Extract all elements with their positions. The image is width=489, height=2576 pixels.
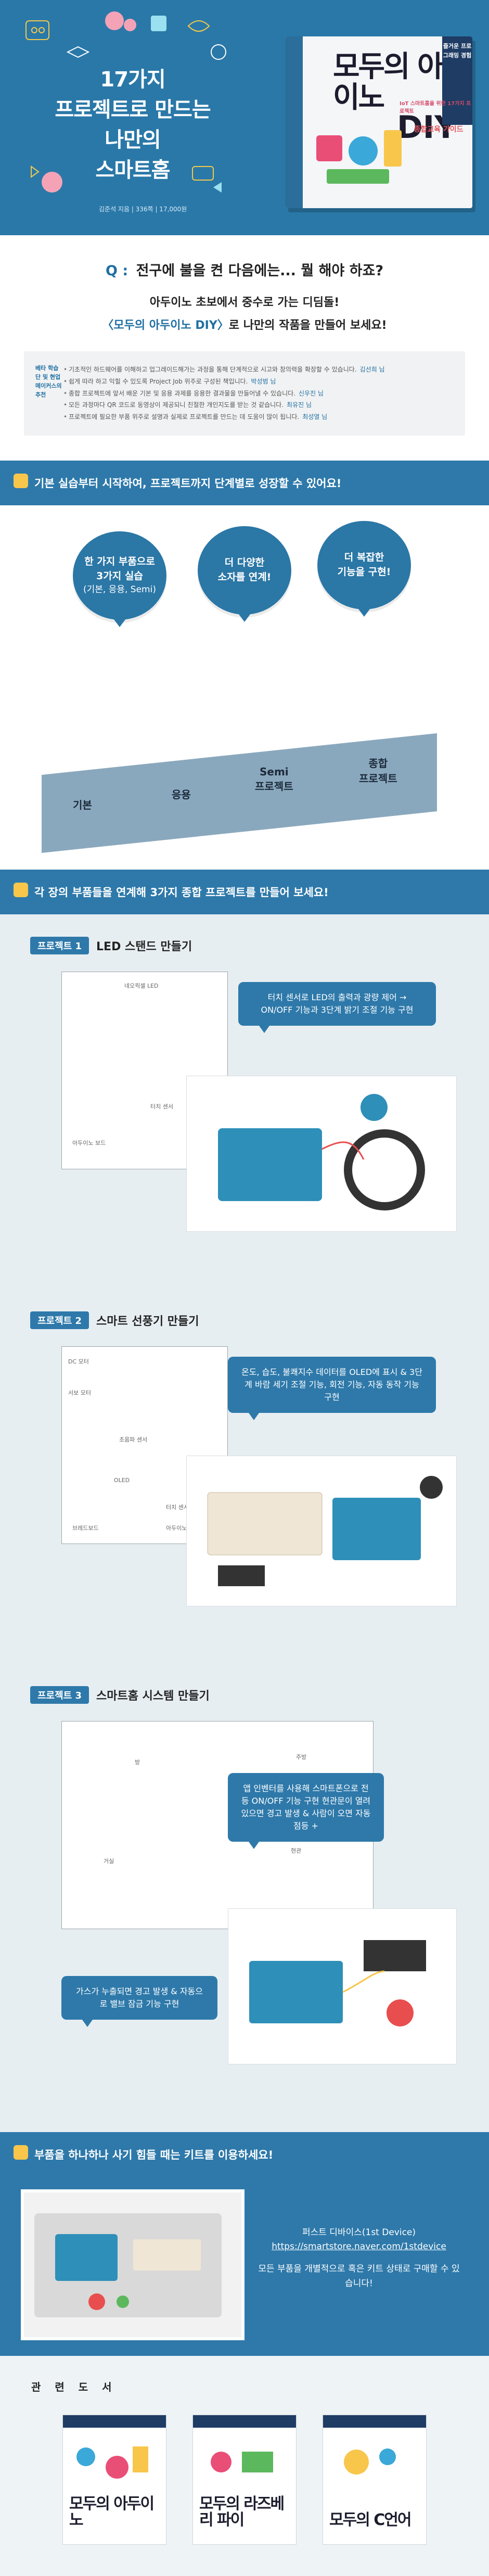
callout-fan: 온도, 습도, 불쾌지수 데이터를 OLED에 표시 & 3단계 바람 세기 조… bbox=[228, 1356, 436, 1420]
hand-icon bbox=[14, 882, 28, 897]
related-book-raspberry[interactable]: 모두의 라즈베리 파이 bbox=[192, 2414, 297, 2545]
step-bubble-2: 더 다양한 소자를 연계! bbox=[198, 526, 291, 622]
book-robot-illustration bbox=[316, 130, 402, 184]
photo-led-circuit bbox=[186, 1075, 457, 1232]
flow-label-basic: 기본 bbox=[73, 798, 92, 811]
flow-label-total: 종합 프로젝트 bbox=[359, 757, 397, 785]
related-book-c[interactable]: 모두의 C언어 bbox=[323, 2414, 427, 2545]
banner-projects-text: 각 장의 부품들을 연계해 3가지 종합 프로젝트를 만들어 보세요! bbox=[34, 886, 329, 899]
kit-url[interactable]: https://smartstore.naver.com/1stdevice bbox=[272, 2241, 446, 2252]
question-line: Q : 전구에 불을 켠 다음에는... 뭘 해야 하죠? bbox=[31, 259, 458, 279]
projects-section: 프로젝트 1 LED 스탠드 만들기 네오픽셀 LED 터치 센서 아두이노 보… bbox=[0, 914, 489, 2132]
review-label: 베타 학습단 및 현업 메이커스의 추천 bbox=[35, 365, 62, 399]
hero-title: 17가지 프로젝트로 만드는 나만의 스마트홈 bbox=[55, 68, 211, 182]
banner-projects: 각 장의 부품들을 연계해 3가지 종합 프로젝트를 만들어 보세요! bbox=[0, 869, 489, 914]
callout-led: 터치 센서로 LED의 출력과 광량 제어 → ON/OFF 기능과 3단계 밝… bbox=[238, 981, 436, 1033]
hero-credit: 김준석 지음 | 336쪽 | 17,000원 bbox=[99, 206, 187, 213]
answer-line-1: 아두이노 초보에서 중수로 가는 디딤돌! bbox=[149, 296, 340, 309]
kit-desc: 모든 부품을 개별적으로 혹은 키트 상태로 구매할 수 있습니다! bbox=[258, 2264, 460, 2289]
banner-steps-text: 기본 실습부터 시작하여, 프로젝트까지 단계별로 성장할 수 있어요! bbox=[34, 477, 342, 490]
answer-line-2-rest: 로 나만의 작품을 만들어 보세요! bbox=[228, 319, 387, 332]
project-3: 프로젝트 3 스마트홈 시스템 만들기 방 거실 현관 주방 앱 인벤터를 사용… bbox=[30, 1685, 459, 2111]
answer-book-title: 〈모두의 아두이노 DIY〉 bbox=[102, 319, 229, 332]
project-name: LED 스탠드 만들기 bbox=[96, 940, 192, 953]
review-item: 모든 과정마다 QR 코드로 동영상이 제공되니 친절한 개인지도를 받는 것 … bbox=[63, 399, 454, 411]
review-item: 종합 프로젝트에 앞서 배운 기본 및 응용 과제를 응용한 결과물을 만들어낼… bbox=[63, 388, 454, 400]
flow-label-applied: 응용 bbox=[172, 788, 191, 801]
kit-section: 퍼스트 디바이스(1st Device) https://smartstore.… bbox=[0, 2176, 489, 2356]
steps-section: 한 가지 부품으로 3가지 실습 (기본, 응용, Semi) 더 다양한 소자… bbox=[0, 505, 489, 870]
project-tag: 프로젝트 2 bbox=[30, 1311, 89, 1329]
project-name: 스마트홈 시스템 만들기 bbox=[96, 1689, 210, 1703]
project-1: 프로젝트 1 LED 스탠드 만들기 네오픽셀 LED 터치 센서 아두이노 보… bbox=[30, 935, 459, 1310]
review-list: 기초적인 하드웨어를 이해하고 업그레이드해가는 과정을 통해 단계적으로 시고… bbox=[63, 364, 454, 423]
step-bubble-3: 더 복잡한 기능을 구현! bbox=[317, 520, 411, 617]
hand-icon bbox=[14, 2145, 28, 2160]
question-text: 전구에 불을 켠 다음에는... 뭘 해야 하죠? bbox=[136, 263, 383, 279]
project-name: 스마트 선풍기 만들기 bbox=[96, 1315, 199, 1328]
answer-line-2: 〈모두의 아두이노 DIY〉로 나만의 작품을 만들어 보세요! bbox=[31, 316, 458, 333]
callout-gas: 가스가 누출되면 경고 발생 & 자동으로 밸브 잠금 기능 구현 bbox=[61, 1975, 217, 2027]
face-doodle-icons bbox=[31, 165, 222, 193]
project-2: 프로젝트 2 스마트 선풍기 만들기 DC 모터 서보 모터 초음파 센서 OL… bbox=[30, 1310, 459, 1685]
project-tag: 프로젝트 3 bbox=[30, 1686, 89, 1704]
flow-label-semi: Semi 프로젝트 bbox=[255, 765, 293, 793]
book-cover[interactable]: 모두의 아두이노 DIY 즐거운 프로그래밍 경험 IoT 스마트홈을 위한 1… bbox=[285, 36, 472, 208]
callout-smarthome: 앱 인벤터를 사용해 스마트폰으로 전등 ON/OFF 기능 구현 현관문이 열… bbox=[228, 1772, 384, 1849]
related-books-section: 관 련 도 서 모두의 아두이노 모두의 라즈베리 파이 모두의 C언어 bbox=[0, 2355, 489, 2576]
kit-name: 퍼스트 디바이스(1st Device) bbox=[302, 2227, 416, 2238]
review-item: 쉽게 따라 하고 익힐 수 있도록 Project Job 위주로 구성된 책입… bbox=[63, 376, 454, 388]
review-item: 프로젝트에 필요한 부품 위주로 설명과 실제로 프로젝트를 만드는 데 도움이… bbox=[63, 411, 454, 423]
project-1-head: 프로젝트 1 LED 스탠드 만들기 bbox=[30, 935, 459, 956]
hero-section: 17가지 프로젝트로 만드는 나만의 스마트홈 김준석 지음 | 336쪽 | … bbox=[0, 0, 489, 235]
banner-steps: 기본 실습부터 시작하여, 프로젝트까지 단계별로 성장할 수 있어요! bbox=[0, 460, 489, 505]
review-section: 베타 학습단 및 현업 메이커스의 추천 기초적인 하드웨어를 이해하고 업그레… bbox=[0, 351, 489, 436]
photo-smarthome-circuit bbox=[228, 1908, 457, 2064]
review-box: 베타 학습단 및 현업 메이커스의 추천 기초적인 하드웨어를 이해하고 업그레… bbox=[24, 351, 465, 436]
related-book-arduino[interactable]: 모두의 아두이노 bbox=[62, 2414, 166, 2545]
project-3-head: 프로젝트 3 스마트홈 시스템 만들기 bbox=[30, 1685, 459, 1705]
related-title: 관 련 도 서 bbox=[31, 2380, 117, 2393]
step-flow-bar bbox=[42, 733, 437, 853]
banner-kit: 부품을 하나하나 사기 힘들 때는 키트를 이용하세요! bbox=[0, 2132, 489, 2177]
robot-doodle-icons bbox=[25, 11, 226, 60]
project-tag: 프로젝트 1 bbox=[30, 936, 89, 954]
book-note: IoT 스마트홈을 위한 17가지 프로젝트 bbox=[400, 101, 471, 114]
hand-icon bbox=[14, 473, 28, 488]
review-item: 기초적인 하드웨어를 이해하고 업그레이드해가는 과정을 통해 단계적으로 시고… bbox=[63, 364, 454, 376]
related-books: 모두의 아두이노 모두의 라즈베리 파이 모두의 C언어 bbox=[31, 2414, 458, 2545]
q-mark: Q : bbox=[106, 263, 128, 279]
kit-photo bbox=[21, 2189, 244, 2340]
project-2-head: 프로젝트 2 스마트 선풍기 만들기 bbox=[30, 1310, 459, 1331]
kit-text: 퍼스트 디바이스(1st Device) https://smartstore.… bbox=[244, 2189, 468, 2340]
step-bubble-1: 한 가지 부품으로 3가지 실습 (기본, 응용, Semi) bbox=[73, 531, 166, 627]
banner-kit-text: 부품을 하나하나 사기 힘들 때는 키트를 이용하세요! bbox=[34, 2148, 274, 2161]
photo-fan-circuit bbox=[186, 1455, 457, 1606]
book-corner-label: 즐거운 프로그래밍 경험 bbox=[442, 36, 472, 125]
book-badge: 종합교육 가이드 bbox=[414, 125, 464, 134]
book-spine bbox=[285, 36, 303, 208]
question-section: Q : 전구에 불을 켠 다음에는... 뭘 해야 하죠? 아두이노 초보에서 … bbox=[0, 235, 489, 351]
